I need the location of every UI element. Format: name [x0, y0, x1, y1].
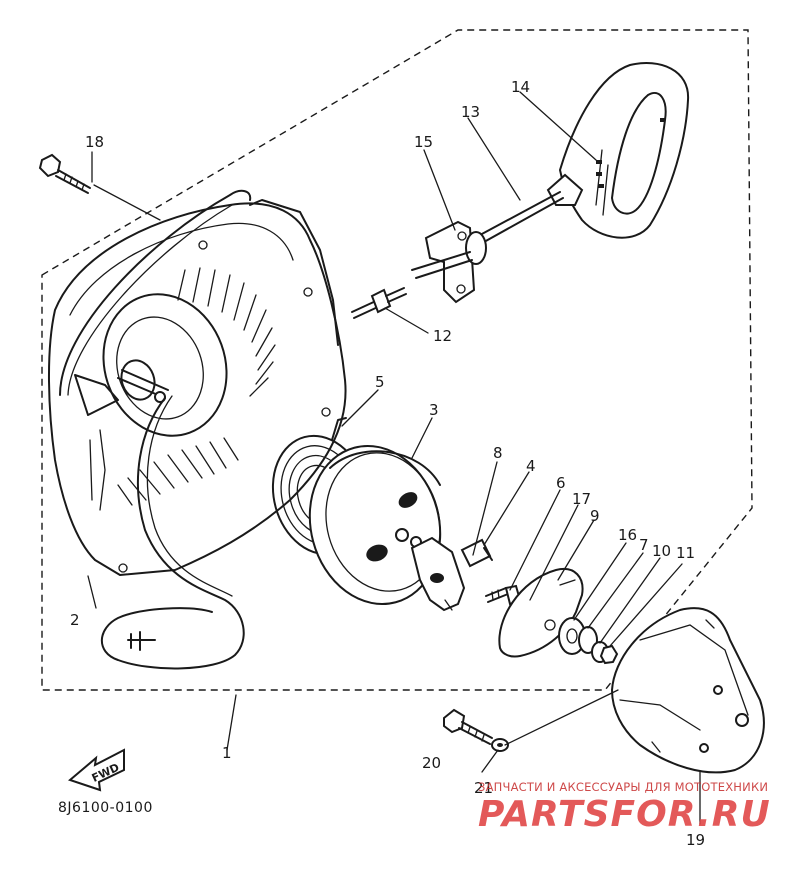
part-20-bolt — [443, 708, 493, 745]
callout-4: 4 — [526, 457, 536, 475]
callout-21: 21 — [474, 779, 493, 797]
part-21-washer — [491, 738, 509, 752]
part-13-rope — [479, 191, 564, 243]
callout-20: 20 — [422, 754, 441, 772]
part-12-pin — [351, 287, 407, 319]
part-15-guide — [411, 220, 487, 304]
part-3-reel — [308, 444, 442, 606]
part-11-nut — [599, 644, 619, 665]
callout-11: 11 — [676, 544, 695, 562]
part-9-plate — [498, 567, 584, 658]
callout-10: 10 — [652, 542, 671, 560]
part-8-ratchet — [410, 536, 466, 612]
callout-1: 1 — [222, 744, 232, 762]
part-4-pin — [460, 538, 493, 568]
part-code: 8J6100-0100 — [58, 800, 153, 816]
part-18-bolt — [38, 153, 91, 194]
part-14-handle — [546, 62, 690, 239]
callout-9: 9 — [590, 507, 600, 525]
callout-15: 15 — [414, 133, 433, 151]
callout-5: 5 — [375, 373, 385, 391]
fwd-arrow-icon: FWD — [67, 748, 125, 792]
leader-lines — [87, 91, 701, 825]
callout-12: 12 — [433, 327, 452, 345]
callout-labels: 18 14 13 15 12 5 3 8 4 6 17 9 16 7 10 11… — [70, 78, 705, 849]
callout-18: 18 — [85, 133, 104, 151]
callout-19: 19 — [686, 831, 705, 849]
assembly-boundary — [41, 29, 753, 691]
callout-14: 14 — [511, 78, 530, 96]
starter-housing — [47, 189, 347, 670]
watermark-tagline: ЗАПЧАСТИ И АКСЕССУАРЫ ДЛЯ МОТОТЕХНИКИ — [478, 780, 768, 794]
callout-16: 16 — [618, 526, 637, 544]
callout-13: 13 — [461, 103, 480, 121]
part-19-cover — [610, 607, 765, 774]
callout-3: 3 — [429, 401, 439, 419]
callout-17: 17 — [572, 490, 591, 508]
callout-6: 6 — [556, 474, 566, 492]
callout-8: 8 — [493, 444, 503, 462]
watermark: ЗАПЧАСТИ И АКСЕССУАРЫ ДЛЯ МОТОТЕХНИКИ PA… — [478, 780, 771, 835]
watermark-brand: PARTSFOR.RU — [478, 794, 771, 835]
callout-7: 7 — [639, 536, 649, 554]
callout-2: 2 — [70, 611, 80, 629]
